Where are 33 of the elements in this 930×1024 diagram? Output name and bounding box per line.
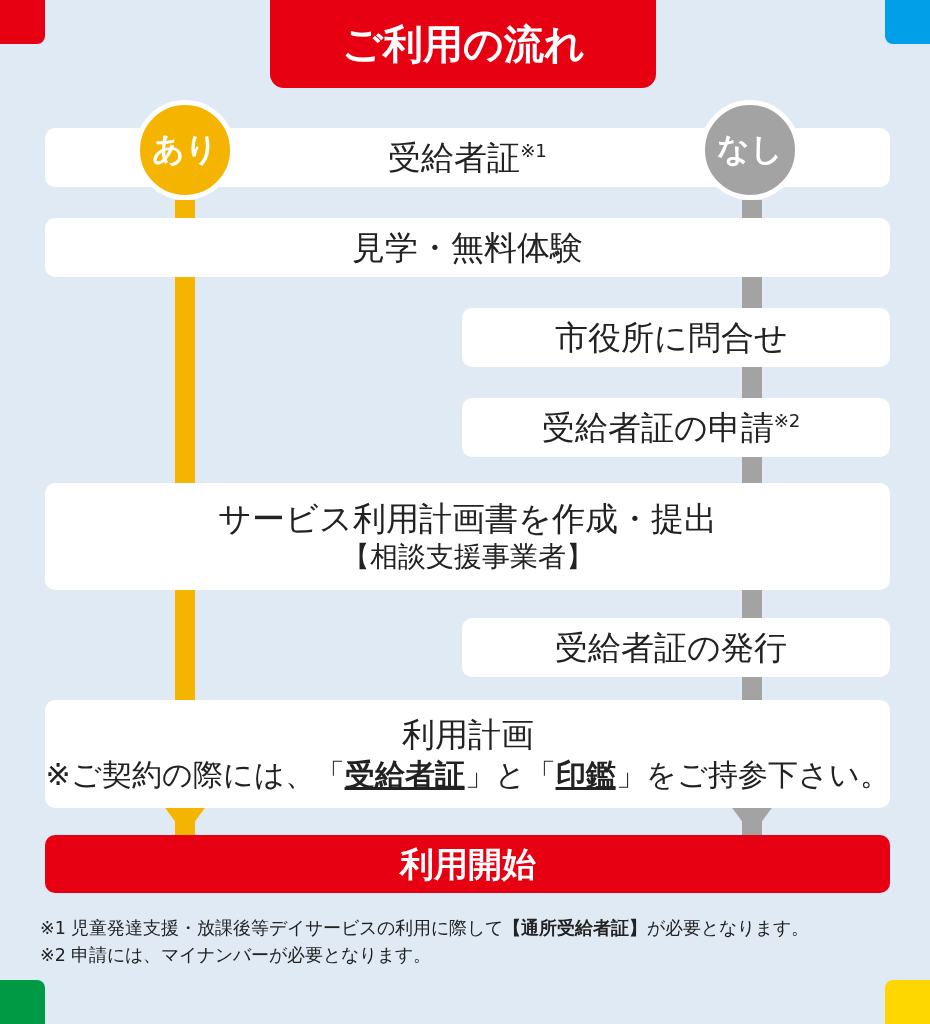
footnote: ※2 申請には、マイナンバーが必要となります。 bbox=[40, 944, 432, 967]
step-box bbox=[462, 618, 890, 677]
goal-bar bbox=[45, 835, 890, 893]
connector-line bbox=[742, 457, 762, 483]
step-label: 受給者証$^{※1}$ bbox=[388, 136, 547, 179]
connector-line bbox=[175, 200, 195, 218]
connector-line bbox=[742, 590, 762, 618]
connector-line bbox=[742, 367, 762, 398]
connector-line bbox=[175, 277, 195, 483]
title-text: ご利用の流れ bbox=[341, 19, 585, 69]
step-label: 利用開始 bbox=[399, 842, 536, 886]
step-note: ※ご契約の際には、「受給者証」と「印鑑」をご持参下さい。 bbox=[45, 756, 890, 795]
connector-line bbox=[742, 277, 762, 308]
step-label: 受給者証の申請$^{※2}$ bbox=[541, 406, 801, 449]
step-label: サービス利用計画書を作成・提出 bbox=[218, 497, 717, 539]
step-label: 受給者証の発行 bbox=[555, 626, 787, 669]
step-label: 利用計画 bbox=[401, 713, 534, 756]
step-note: 【相談支援事業者】 bbox=[341, 538, 594, 575]
step-box bbox=[462, 308, 890, 367]
step-box bbox=[45, 218, 890, 277]
connector-line bbox=[175, 590, 195, 700]
step-box bbox=[462, 398, 890, 457]
badge-label: あり bbox=[152, 129, 218, 170]
arrow bbox=[730, 805, 774, 835]
connector-line bbox=[742, 200, 762, 218]
footnote: ※1 児童発達支援・放課後等デイサービスの利用に際して【通所受給者証】が必要となります。 bbox=[40, 917, 810, 940]
arrow bbox=[163, 805, 207, 835]
badge-label: なし bbox=[717, 129, 783, 170]
step-label: 見学・無料体験 bbox=[352, 226, 583, 269]
step-box bbox=[45, 700, 890, 808]
step-label: 市役所に問合せ bbox=[554, 316, 788, 359]
connector-line bbox=[742, 677, 762, 700]
step-box bbox=[45, 483, 890, 590]
